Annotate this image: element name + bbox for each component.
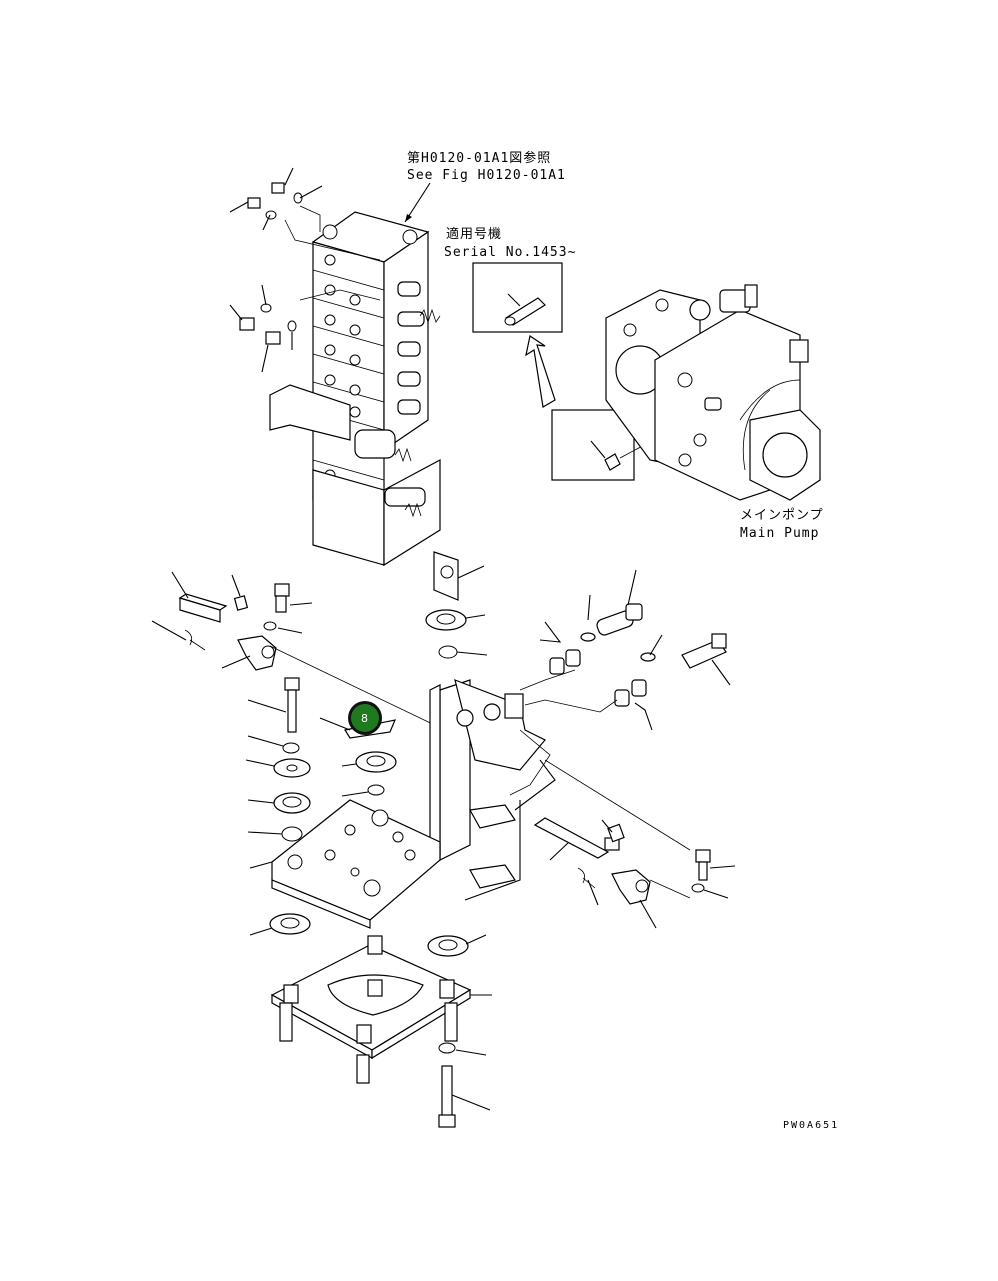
- detail-arrow: [525, 335, 556, 408]
- callout-8-fill: [351, 704, 379, 732]
- bottom-bolt: [438, 1042, 491, 1128]
- serial-detail-box: [472, 262, 563, 333]
- drawing-code: PW0A651: [783, 1120, 839, 1131]
- lower-washers: [249, 551, 488, 957]
- serial-label-en: Serial No.1453~: [444, 245, 576, 260]
- callout-8[interactable]: 8: [348, 701, 382, 735]
- serial-label-jp: 適用号機: [446, 226, 502, 242]
- main-pump-label-jp: メインポンプ: [740, 508, 824, 523]
- lever-small-parts: [151, 571, 446, 731]
- mounting-plate: [249, 799, 441, 929]
- control-valve-assembly: [269, 211, 441, 567]
- base-frame: [270, 935, 492, 1084]
- callout-8-number: 8: [361, 712, 368, 725]
- left-bolt-and-washers: [245, 677, 311, 842]
- ref-label-en: See Fig H0120-01A1: [407, 168, 566, 183]
- pin-and-bushings: [519, 569, 731, 731]
- center-washers: [319, 717, 397, 797]
- right-rod-and-clamp: [533, 759, 736, 929]
- ref-arrowhead: [405, 214, 412, 222]
- valve-fittings: [229, 167, 381, 373]
- main-pump-label-en: Main Pump: [740, 526, 819, 541]
- main-pump: [605, 284, 821, 501]
- lever-bracket: [429, 679, 556, 901]
- ref-label-jp: 第H0120-01A1図参照: [407, 150, 551, 166]
